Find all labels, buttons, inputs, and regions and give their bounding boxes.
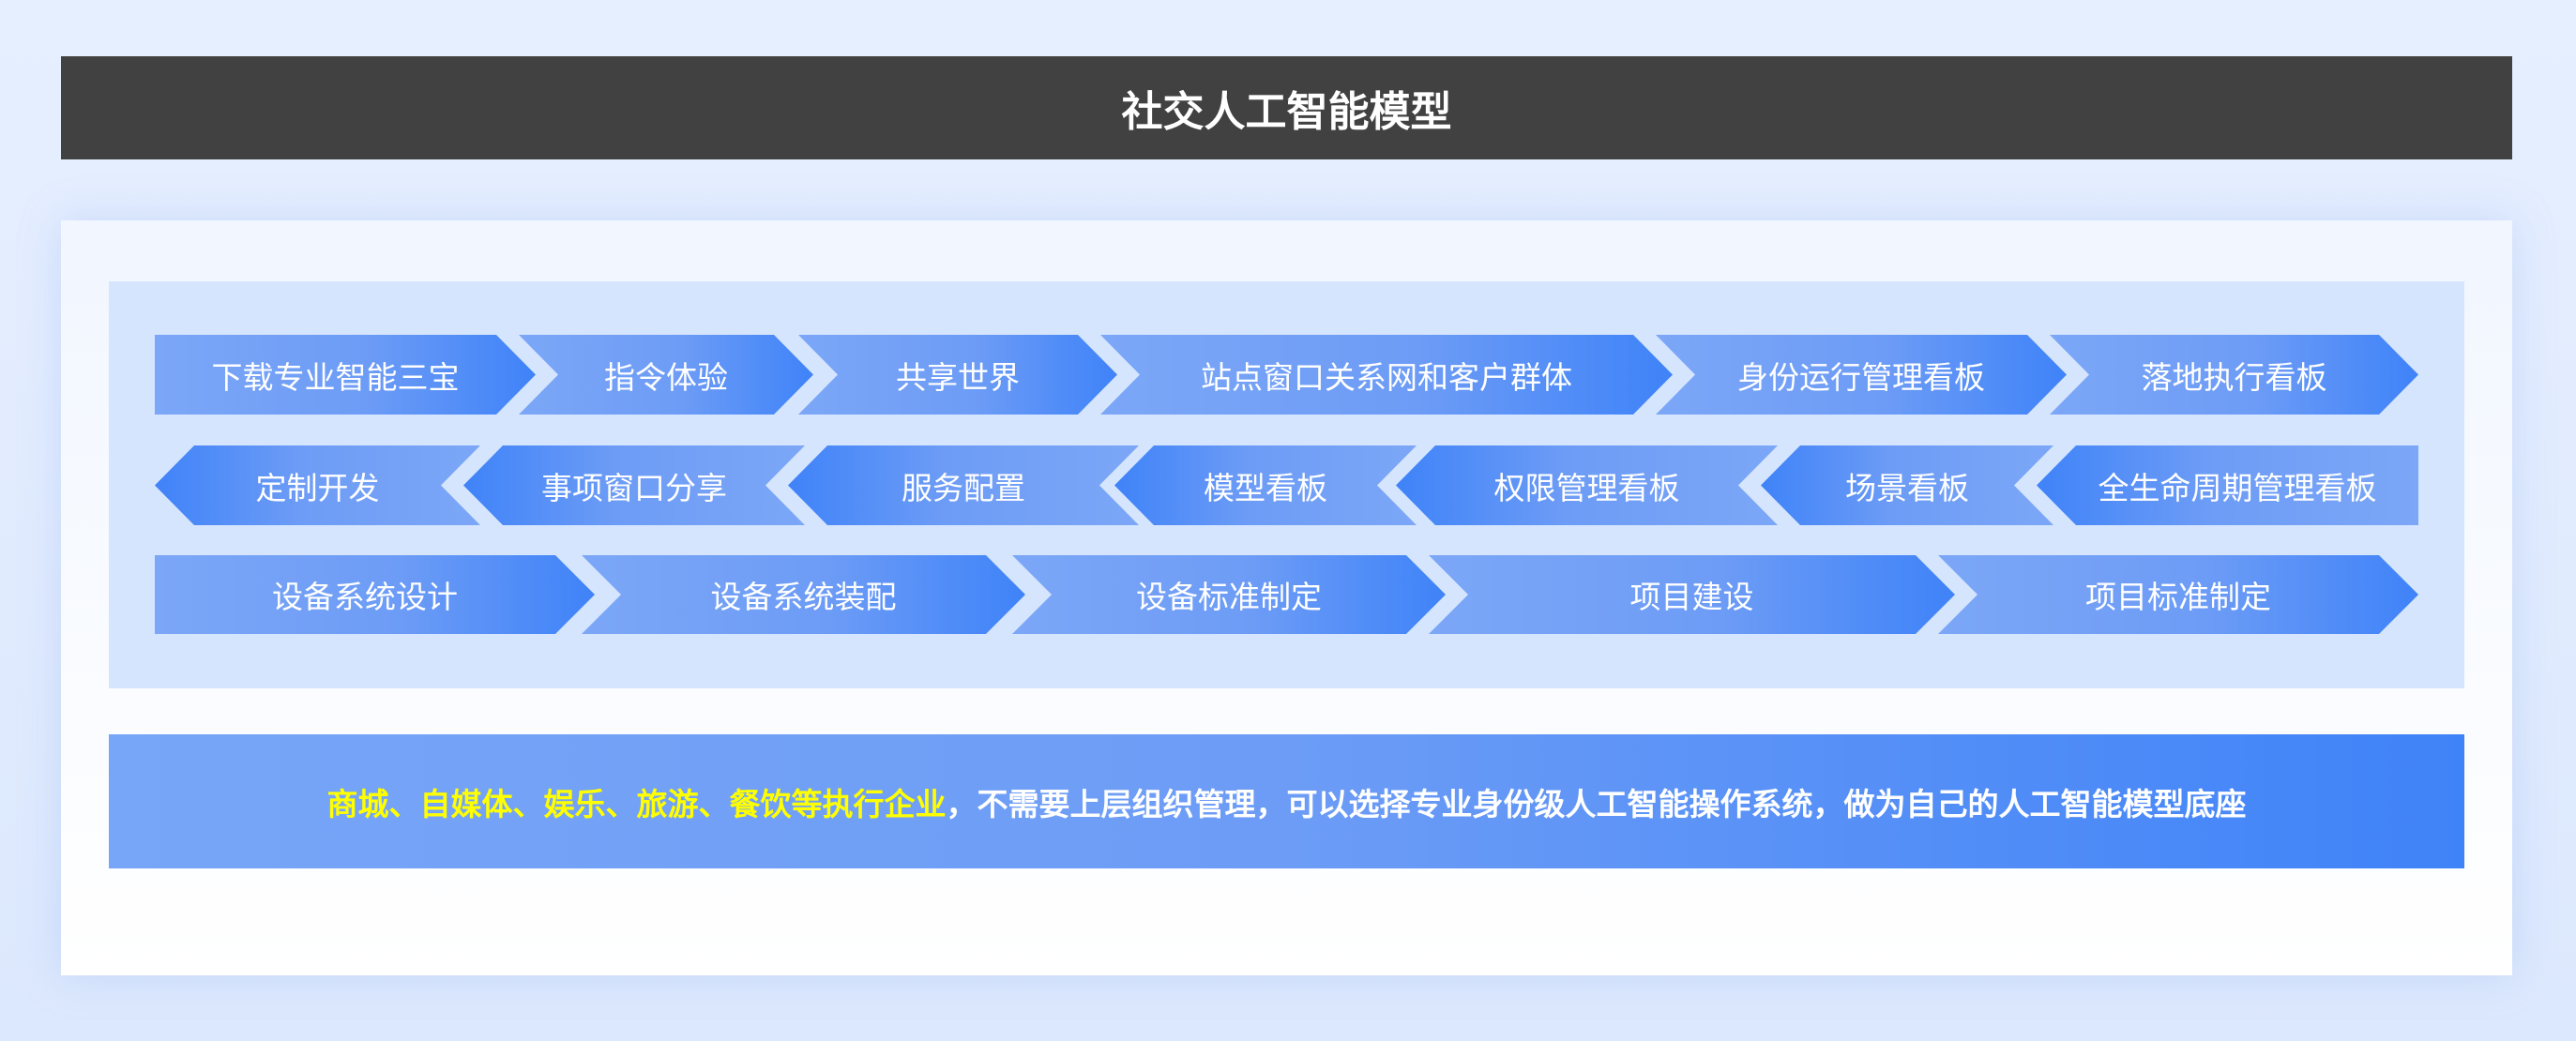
- flow-step: 项目建设: [1429, 555, 1955, 634]
- flow-step: 设备标准制定: [1012, 555, 1446, 634]
- flow-step: 下载专业智能三宝: [155, 335, 536, 415]
- flow-step: 身份运行管理看板: [1656, 335, 2067, 415]
- flow-step: 定制开发: [155, 445, 480, 525]
- flow-step: 设备系统设计: [155, 555, 595, 634]
- flow-step: 场景看板: [1761, 445, 2053, 525]
- flow-step: 共享世界: [798, 335, 1117, 415]
- flow-step: 站点窗口关系网和客户群体: [1100, 335, 1673, 415]
- flow-step: 权限管理看板: [1396, 445, 1778, 525]
- flow-step: 模型看板: [1114, 445, 1417, 525]
- page-title: 社交人工智能模型: [61, 56, 2512, 159]
- banner-text: ，不需要上层组织管理，可以选择专业身份级人工智能操作系统，做为自己的人工智能模型…: [946, 785, 2247, 822]
- flow-step: 服务配置: [788, 445, 1139, 525]
- flow-step: 事项窗口分享: [463, 445, 805, 525]
- banner-highlight: 商城、自媒体、娱乐、旅游、餐饮等执行企业: [326, 785, 947, 822]
- summary-banner: 商城、自媒体、娱乐、旅游、餐饮等执行企业，不需要上层组织管理，可以选择专业身份级…: [109, 734, 2464, 868]
- flow-step: 设备系统装配: [582, 555, 1025, 634]
- flow-step: 项目标准制定: [1938, 555, 2418, 634]
- flow-step: 全生命周期管理看板: [2037, 445, 2418, 525]
- flow-step: 落地执行看板: [2050, 335, 2418, 415]
- flow-step: 指令体验: [519, 335, 813, 415]
